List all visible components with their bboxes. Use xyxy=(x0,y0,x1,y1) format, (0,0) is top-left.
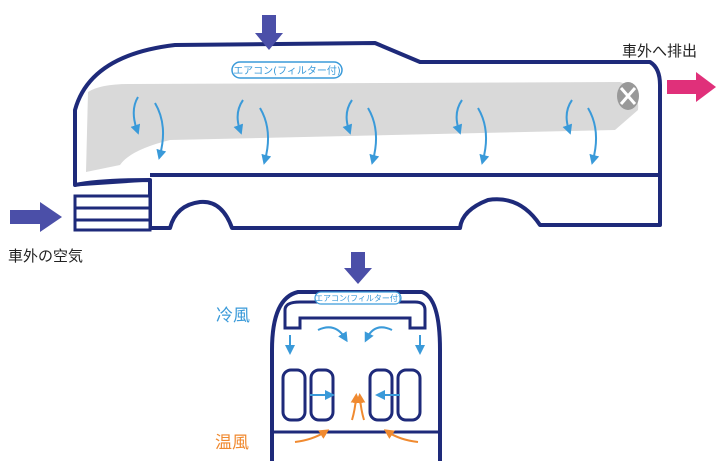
airflow-arrows-side xyxy=(130,96,600,165)
airflow-arrow-icon xyxy=(342,99,353,135)
airflow-arrow-icon xyxy=(355,393,366,421)
ac-unit-front xyxy=(314,291,402,305)
airflow-arrow-icon xyxy=(233,99,244,135)
airflow-arrow-icon xyxy=(587,107,600,165)
airflow-arrow-icon xyxy=(562,99,573,135)
outside-air-label: 車外の空気 xyxy=(8,247,84,265)
airflow-arrow-icon xyxy=(367,107,380,165)
window-line xyxy=(74,178,151,187)
ac-filter-label-front: エアコン(フィルター付) xyxy=(315,293,401,303)
inflow-arrow-icon xyxy=(344,252,372,284)
front-grille xyxy=(73,194,152,232)
fan-icon xyxy=(617,82,639,110)
exhaust-arrow-icon xyxy=(667,72,716,102)
airflow-arrow-icon xyxy=(383,429,419,443)
airflow-arrow-icon xyxy=(317,326,348,343)
inflow-arrow-icon xyxy=(10,202,62,232)
airflow-arrow-icon xyxy=(130,96,141,135)
cabin-air-zone xyxy=(86,82,639,172)
warm-air-label: 温風 xyxy=(215,433,249,453)
cool-airflow-front xyxy=(285,326,425,400)
ac-duct xyxy=(283,300,427,330)
airflow-arrow-icon xyxy=(259,107,272,165)
airflow-arrow-icon xyxy=(452,99,463,135)
ac-filter-label-side: エアコン(フィルター付) xyxy=(233,64,341,77)
bus-side-view: エアコン(フィルター付) xyxy=(73,41,662,232)
cool-air-label: 冷風 xyxy=(216,306,250,326)
airflow-arrow-icon xyxy=(477,107,490,165)
airflow-arrow-icon xyxy=(364,326,393,343)
exhaust-label: 車外へ排出 xyxy=(622,42,698,60)
warm-airflow-front xyxy=(294,393,419,443)
ac-unit-side xyxy=(231,61,343,79)
bus-front-section: エアコン(フィルター付) xyxy=(270,290,442,461)
airflow-arrow-icon xyxy=(294,429,330,443)
airflow-arrow-icon xyxy=(154,102,167,160)
inflow-arrow-icon xyxy=(255,15,283,50)
